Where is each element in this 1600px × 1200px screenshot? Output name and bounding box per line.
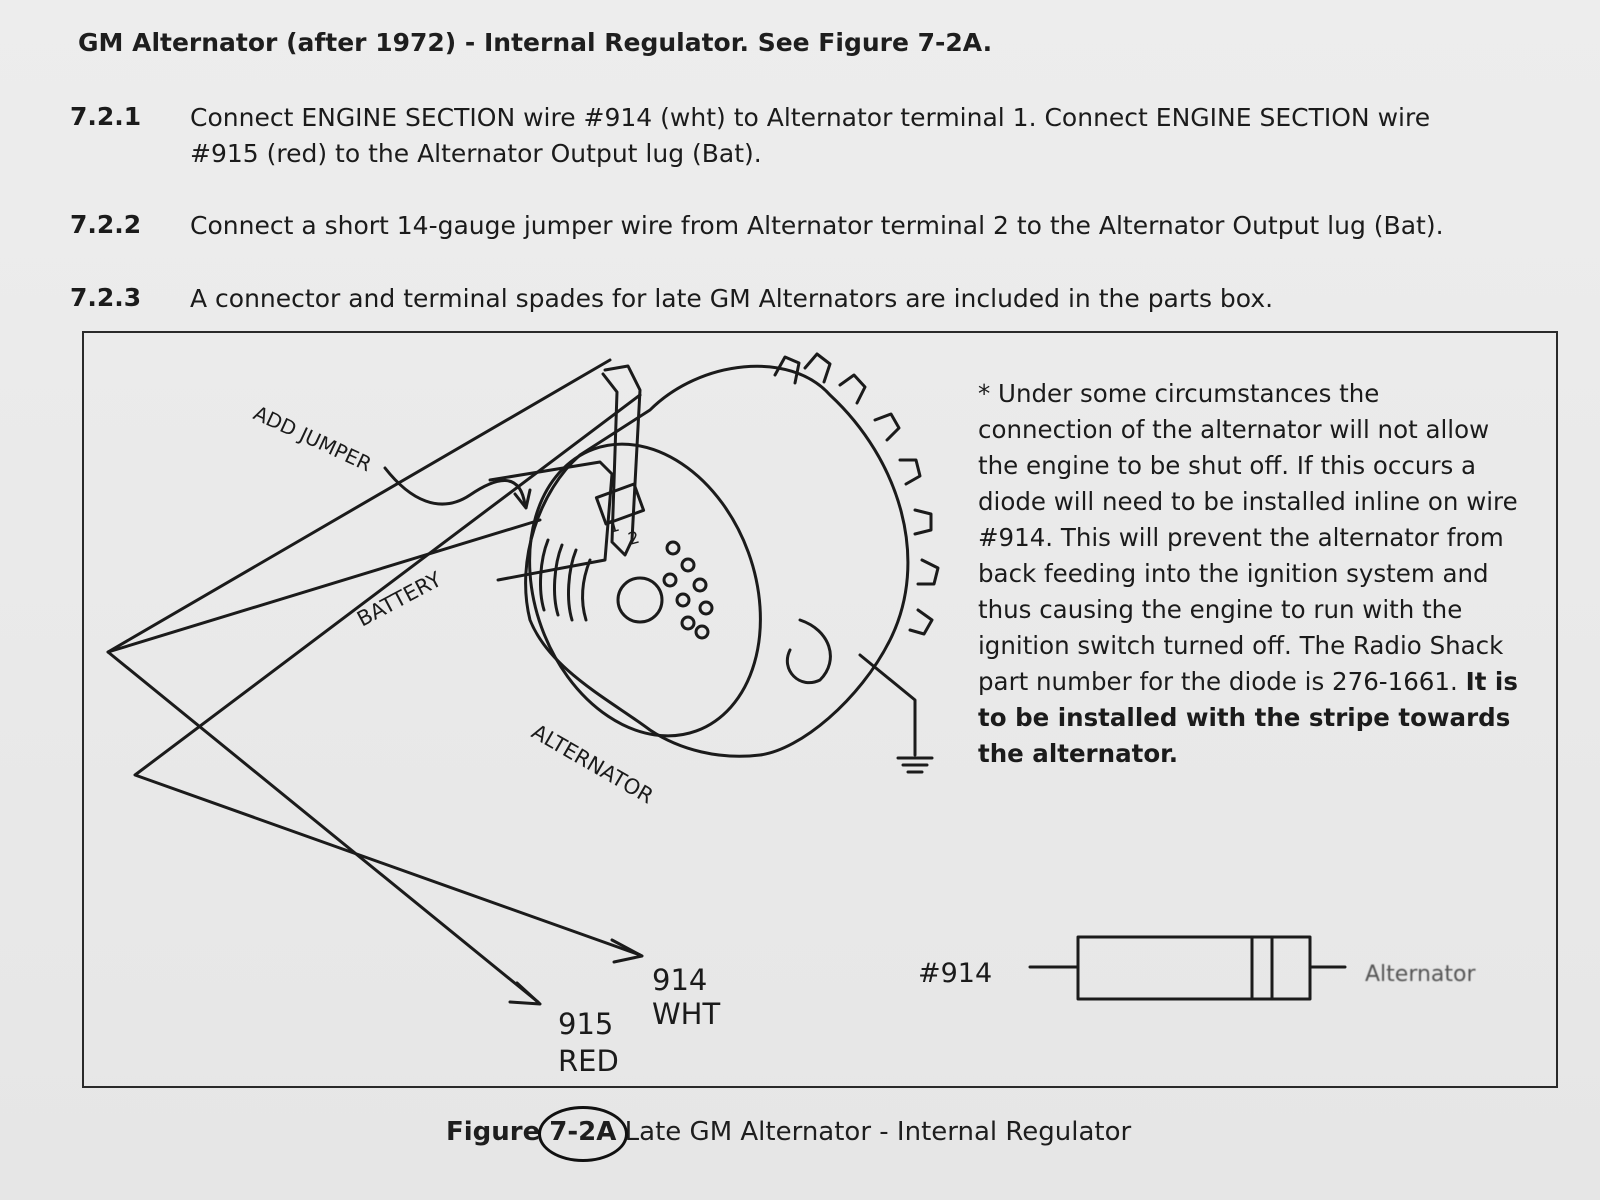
- step-number: 7.2.3: [70, 283, 142, 312]
- wire-914-arrowhead: [610, 938, 644, 964]
- vent-hole: [698, 600, 714, 616]
- cooling-fin: [908, 608, 934, 636]
- bearing-hub: [616, 576, 664, 624]
- battery-wire: [106, 518, 542, 654]
- terminal-plug: [594, 482, 646, 526]
- diode-body: [1076, 935, 1312, 1001]
- step-number: 7.2.2: [70, 210, 142, 239]
- mounting-ear: [785, 618, 832, 685]
- diode-note: * Under some circumstances the connectio…: [978, 376, 1518, 772]
- cooling-fin: [873, 412, 901, 442]
- vent-hole: [692, 577, 708, 593]
- wire-915-arrowhead: [508, 981, 542, 1006]
- step-text: Connect ENGINE SECTION wire #914 (wht) t…: [190, 103, 1431, 168]
- wire-914-color: WHT: [652, 997, 721, 1031]
- wire-914-path: [133, 393, 642, 957]
- wire-915-number: 915: [558, 1007, 614, 1041]
- mounting-bracket: [601, 364, 642, 557]
- cooling-fin: [913, 508, 933, 536]
- vent-hole: [680, 557, 696, 573]
- diode-wire-label: #914: [918, 958, 993, 989]
- vent-hole: [680, 615, 696, 631]
- cooling-fin: [916, 558, 940, 586]
- figure-frame: [82, 331, 1558, 1088]
- hand-drawn-circle: [538, 1106, 628, 1162]
- cooling-fin: [803, 352, 832, 384]
- vent-hole: [694, 624, 710, 640]
- output-lug: [539, 538, 592, 622]
- vent-hole: [665, 540, 681, 556]
- ground-wire: [858, 653, 917, 757]
- note-bold-text: It is to be installed with the stripe to…: [978, 667, 1518, 768]
- terminal-2-label: 2: [626, 528, 642, 550]
- terminal-1-label: 1: [606, 516, 622, 538]
- cooling-fin: [838, 373, 867, 405]
- section-heading: GM Alternator (after 1972) - Internal Re…: [78, 28, 993, 57]
- add-jumper-label: ADD JUMPER: [250, 401, 376, 477]
- step-number: 7.2.1: [70, 102, 142, 131]
- cooling-fin: [773, 355, 801, 385]
- note-text: * Under some circumstances the connectio…: [978, 379, 1518, 696]
- wire-915-color: RED: [558, 1044, 619, 1078]
- wire-914-number: 914: [652, 963, 708, 997]
- alternator-rear-face: [528, 442, 762, 738]
- diode-alternator-label: Alternator: [1365, 962, 1476, 987]
- figure-title: Late GM Alternator - Internal Regulator: [616, 1117, 1132, 1147]
- jumper-wire: [383, 466, 527, 507]
- step-text: Connect a short 14-gauge jumper wire fro…: [190, 211, 1444, 240]
- jumper-arrowhead: [513, 488, 532, 510]
- cooling-fin: [898, 458, 922, 486]
- step-text: A connector and terminal spades for late…: [190, 284, 1274, 313]
- vent-hole: [675, 592, 691, 608]
- alternator-label: ALTERNATOR: [528, 720, 658, 809]
- vent-hole: [662, 572, 678, 588]
- alternator-housing: [524, 364, 910, 758]
